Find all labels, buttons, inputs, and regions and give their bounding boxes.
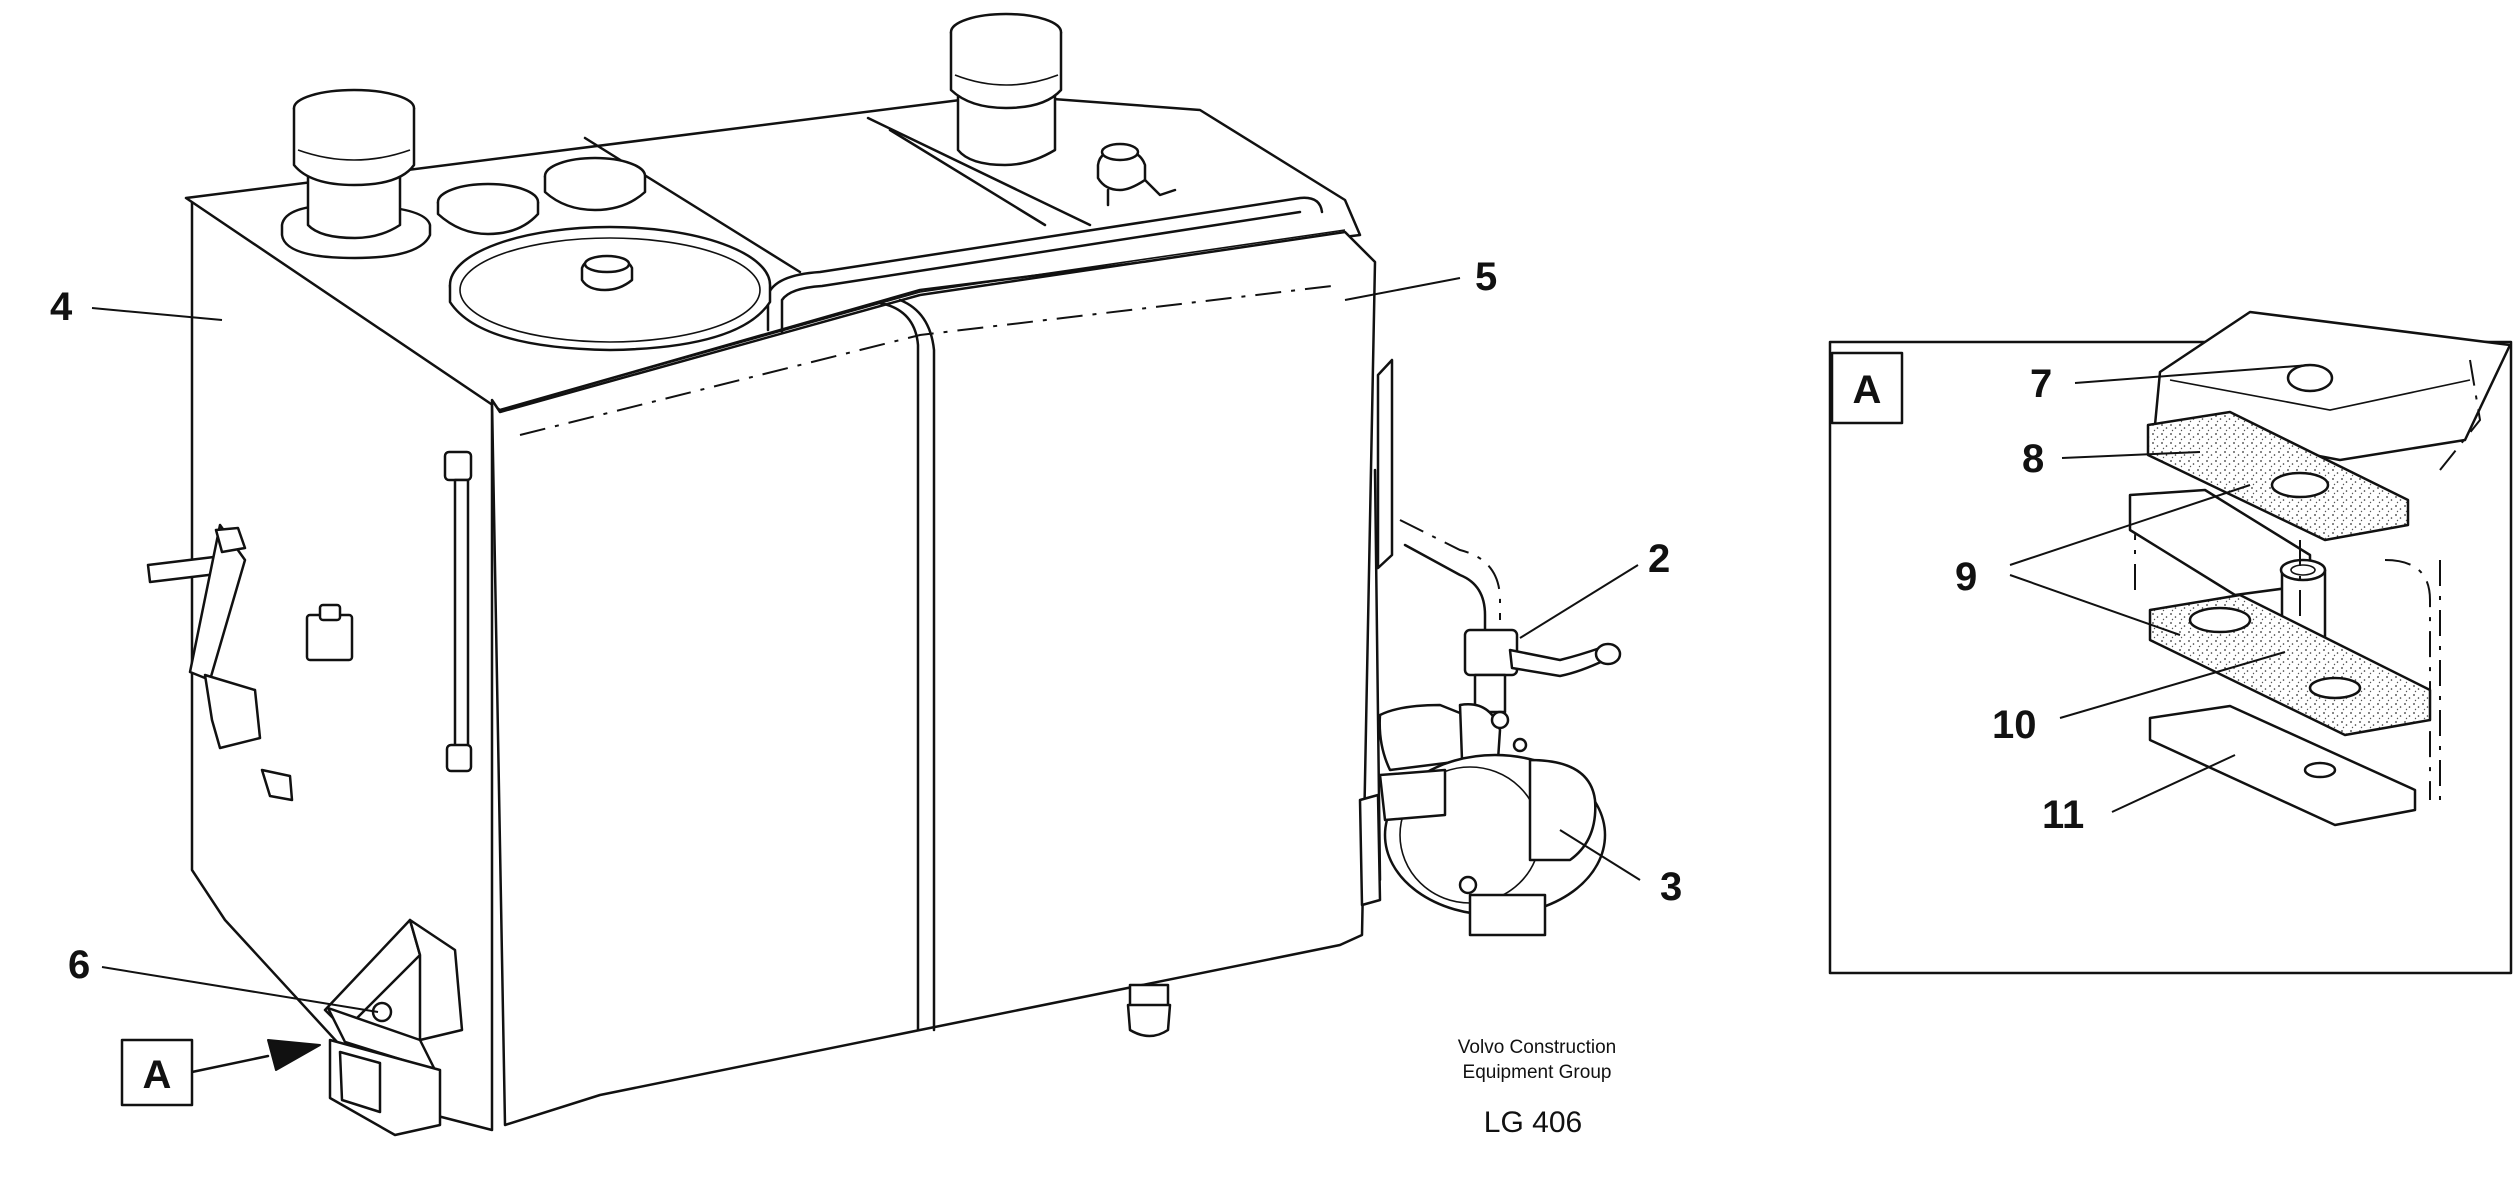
- view-arrow-head: [267, 1039, 321, 1071]
- pump: [1378, 703, 1607, 937]
- mounting-bracket: [323, 918, 464, 1137]
- inspection-cover-2: [543, 156, 647, 212]
- callout-2: 2: [1648, 537, 1670, 581]
- tank-top-hidden-line: [519, 284, 1341, 436]
- view-marker-a: A: [120, 1038, 194, 1107]
- callout-7: 7: [2030, 362, 2052, 406]
- filler-lid: [448, 225, 772, 352]
- callout-8: 8: [2022, 437, 2044, 481]
- drain-plug: [1126, 983, 1172, 1038]
- filler-cap: [1096, 142, 1177, 207]
- view-arrow: [190, 1054, 270, 1074]
- hydraulic-tank: [146, 12, 1622, 1137]
- credit-line-2: Equipment Group: [1463, 1062, 1612, 1083]
- side-fitting-top: [318, 603, 342, 622]
- drawing-code: LG 406: [1484, 1106, 1582, 1139]
- top-handrail: [766, 196, 1324, 332]
- callout-11: 11: [2042, 793, 2084, 837]
- detail-letter-box: [1830, 351, 1904, 425]
- tank-top-divider-2: [866, 116, 1092, 227]
- callouts: 4 5 2 3 6 7 8 9 10 11: [50, 255, 2084, 987]
- callout-4: 4: [50, 285, 73, 329]
- callout-5: 5: [1475, 255, 1497, 299]
- tank-top-rim: [499, 229, 1346, 411]
- return-hose: [1376, 358, 1394, 570]
- side-fitting: [305, 613, 354, 662]
- view-marker-letter: A: [143, 1053, 172, 1097]
- callout-6: 6: [68, 943, 90, 987]
- leader-lines: [91, 277, 2311, 1074]
- credit-block: Volvo Construction Equipment Group LG 40…: [1458, 1037, 1616, 1139]
- level-gauge: [443, 450, 473, 773]
- breather-cap-right: [949, 12, 1063, 167]
- callout-9: 9: [1955, 555, 1977, 599]
- tank-front-seam-inner: [898, 298, 936, 1032]
- drain-lever: [146, 523, 262, 750]
- inspection-cover-1: [436, 182, 540, 236]
- callout-3: 3: [1660, 865, 1682, 909]
- shutoff-valve: [1399, 519, 1622, 714]
- tank-top-divider-3: [888, 128, 1047, 227]
- detail-frame: [1828, 340, 2513, 975]
- side-clip: [260, 768, 294, 802]
- credit-line-1: Volvo Construction: [1458, 1037, 1616, 1058]
- top-handrail-inner: [780, 210, 1302, 334]
- callout-10: 10: [1992, 703, 2037, 747]
- detail-a-view: A: [1828, 310, 2513, 975]
- breather-cap-left: [280, 88, 432, 260]
- detail-letter: A: [1853, 368, 1882, 412]
- tank-front-seam: [878, 301, 920, 1032]
